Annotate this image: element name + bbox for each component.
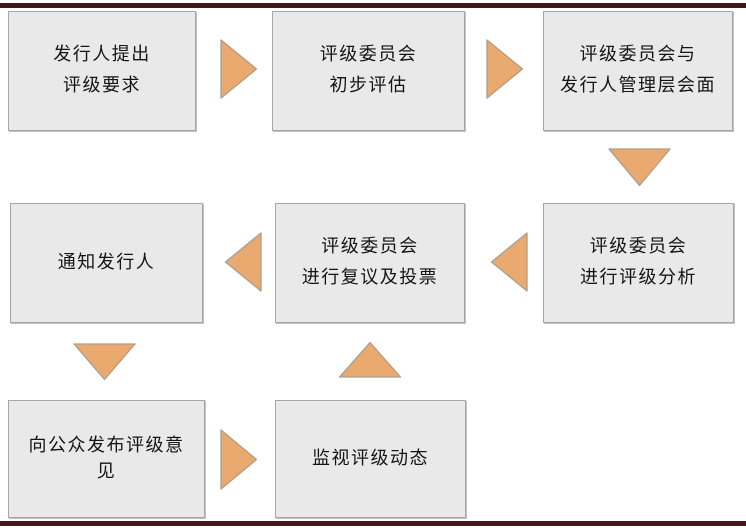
top-rule-divider [0, 3, 746, 8]
arrow-right-icon [486, 39, 524, 99]
box-text-line: 向公众发布评级意 [28, 434, 185, 456]
box-text-line: 评级委员会 [589, 236, 688, 258]
flow-box-committee-preliminary: 评级委员会 初步评估 [272, 11, 465, 131]
arrow-up-icon [338, 341, 402, 378]
flow-box-committee-review-vote: 评级委员会 进行复议及投票 [275, 203, 465, 323]
arrow-down-icon [608, 148, 671, 187]
arrow-left-icon [224, 232, 262, 292]
box-text-line: 监视评级动态 [312, 447, 429, 469]
flow-box-committee-rating-analysis: 评级委员会 进行评级分析 [543, 203, 734, 323]
flow-box-notify-issuer: 通知发行人 [10, 203, 203, 323]
flow-box-issuer-request: 发行人提出 评级要求 [8, 11, 196, 131]
box-text-line: 评级要求 [63, 75, 141, 96]
arrow-down-icon [73, 343, 136, 381]
flow-box-monitor-rating: 监视评级动态 [275, 400, 466, 518]
box-text-line: 初步评估 [329, 75, 408, 96]
box-text-line: 评级委员会 [321, 236, 419, 258]
box-text-line: 进行复议及投票 [301, 267, 439, 288]
box-text-line: 发行人管理层会面 [560, 75, 716, 96]
box-text-line: 发行人提出 [53, 44, 151, 66]
arrow-left-icon [490, 232, 528, 292]
arrow-right-icon [220, 429, 258, 490]
arrow-right-icon [220, 39, 258, 99]
flow-box-committee-meet-management: 评级委员会与 发行人管理层会面 [543, 11, 733, 131]
flow-box-publish-rating-opinion: 向公众发布评级意 见 [8, 400, 205, 518]
bottom-rule-divider [0, 521, 746, 526]
box-text-line: 见 [96, 461, 117, 482]
box-text-line: 评级委员会与 [579, 44, 697, 66]
box-text-line: 进行评级分析 [580, 267, 697, 288]
box-text-line: 评级委员会 [319, 44, 418, 66]
box-text-line: 通知发行人 [57, 251, 156, 273]
